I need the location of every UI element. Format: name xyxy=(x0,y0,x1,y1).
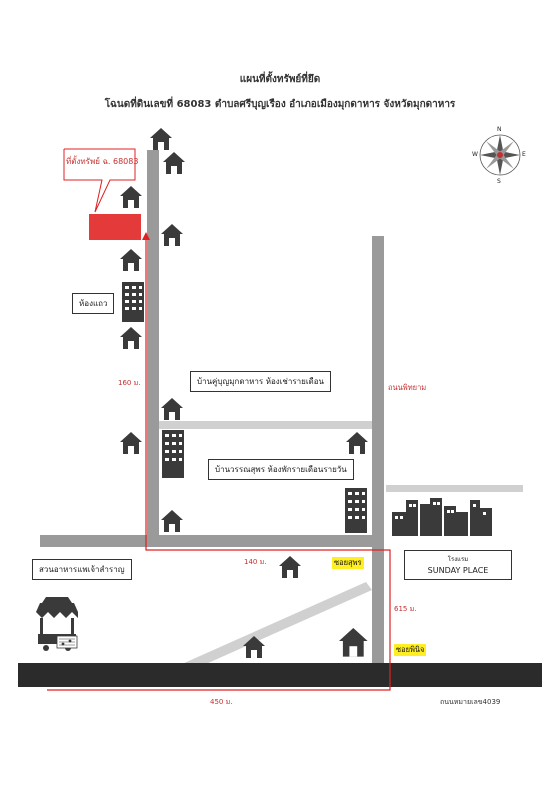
restaurant-label: สวนอาหารแพเจ้าสำราญ xyxy=(32,559,132,580)
apartment1-label: บ้านคู่บุญมุกดาหาร ห้องเช่ารายเดือน xyxy=(190,371,332,392)
soi-suphon-label: ซอยสุพร xyxy=(332,557,364,569)
house-icon xyxy=(120,432,142,454)
route-arrow-icon xyxy=(142,232,150,240)
apartment-building-icon xyxy=(162,430,184,478)
house-icon xyxy=(120,327,142,349)
distance-160: 160 ม. xyxy=(118,379,141,387)
hotel-label: โรงแรม SUNDAY PLACE xyxy=(404,550,512,580)
distance-450: 450 ม. xyxy=(210,698,233,706)
house-icon xyxy=(161,224,183,246)
distance-615: 615 ม. xyxy=(394,605,417,613)
house-icon xyxy=(120,186,142,208)
compass-s: S xyxy=(497,178,501,185)
property-callout xyxy=(63,148,136,213)
house-icon xyxy=(150,128,172,150)
house-icon xyxy=(161,398,183,420)
hotel-name: SUNDAY PLACE xyxy=(427,566,489,575)
soi-phinit-label: ซอยพินิจ xyxy=(394,644,427,656)
compass-e: E xyxy=(522,151,526,158)
house-icon xyxy=(279,556,301,578)
house-icon xyxy=(163,152,185,174)
horizontal-road xyxy=(40,535,384,547)
compass-w: W xyxy=(472,151,478,158)
road-label-phittayam: ถนนพิทยาม xyxy=(388,383,427,392)
map-title: แผนที่ตั้งทรัพย์ที่ยึด xyxy=(239,74,321,85)
distance-140: 140 ม. xyxy=(244,558,267,566)
compass-n: N xyxy=(497,126,502,133)
hotel-prefix: โรงแรม xyxy=(447,556,469,563)
house-icon xyxy=(339,628,368,657)
rowhouse-building-icon xyxy=(122,282,144,322)
rowhouse-label: ห้องแถว xyxy=(72,293,115,314)
apartment2-label: บ้านวรรณสุพร ห้องพักรายเดือนรายวัน xyxy=(208,459,354,480)
highway-4039 xyxy=(18,663,542,687)
right-vertical-road xyxy=(372,236,384,664)
route-line xyxy=(47,238,391,691)
apartment-building-icon xyxy=(345,488,367,533)
house-icon xyxy=(346,432,368,454)
diagonal-road-light xyxy=(182,582,372,672)
property-marker xyxy=(89,214,141,240)
house-icon xyxy=(161,510,183,532)
house-icon xyxy=(120,249,142,271)
side-road-light-2 xyxy=(386,485,523,492)
hotel-skyline-icon xyxy=(392,498,492,536)
left-vertical-road xyxy=(147,150,159,535)
compass-rose-icon xyxy=(479,134,521,176)
highway-label: ถนนหมายเลข4039 xyxy=(440,698,501,706)
map-subtitle: โฉนดที่ดินเลขที่ 68083 ตำบลศรีบุญเรือง อ… xyxy=(104,99,456,110)
side-road-light-1 xyxy=(155,421,372,429)
music-notes-icon xyxy=(56,635,78,649)
property-label: ที่ตั้งทรัพย์ ฉ. 68083 xyxy=(66,157,139,166)
